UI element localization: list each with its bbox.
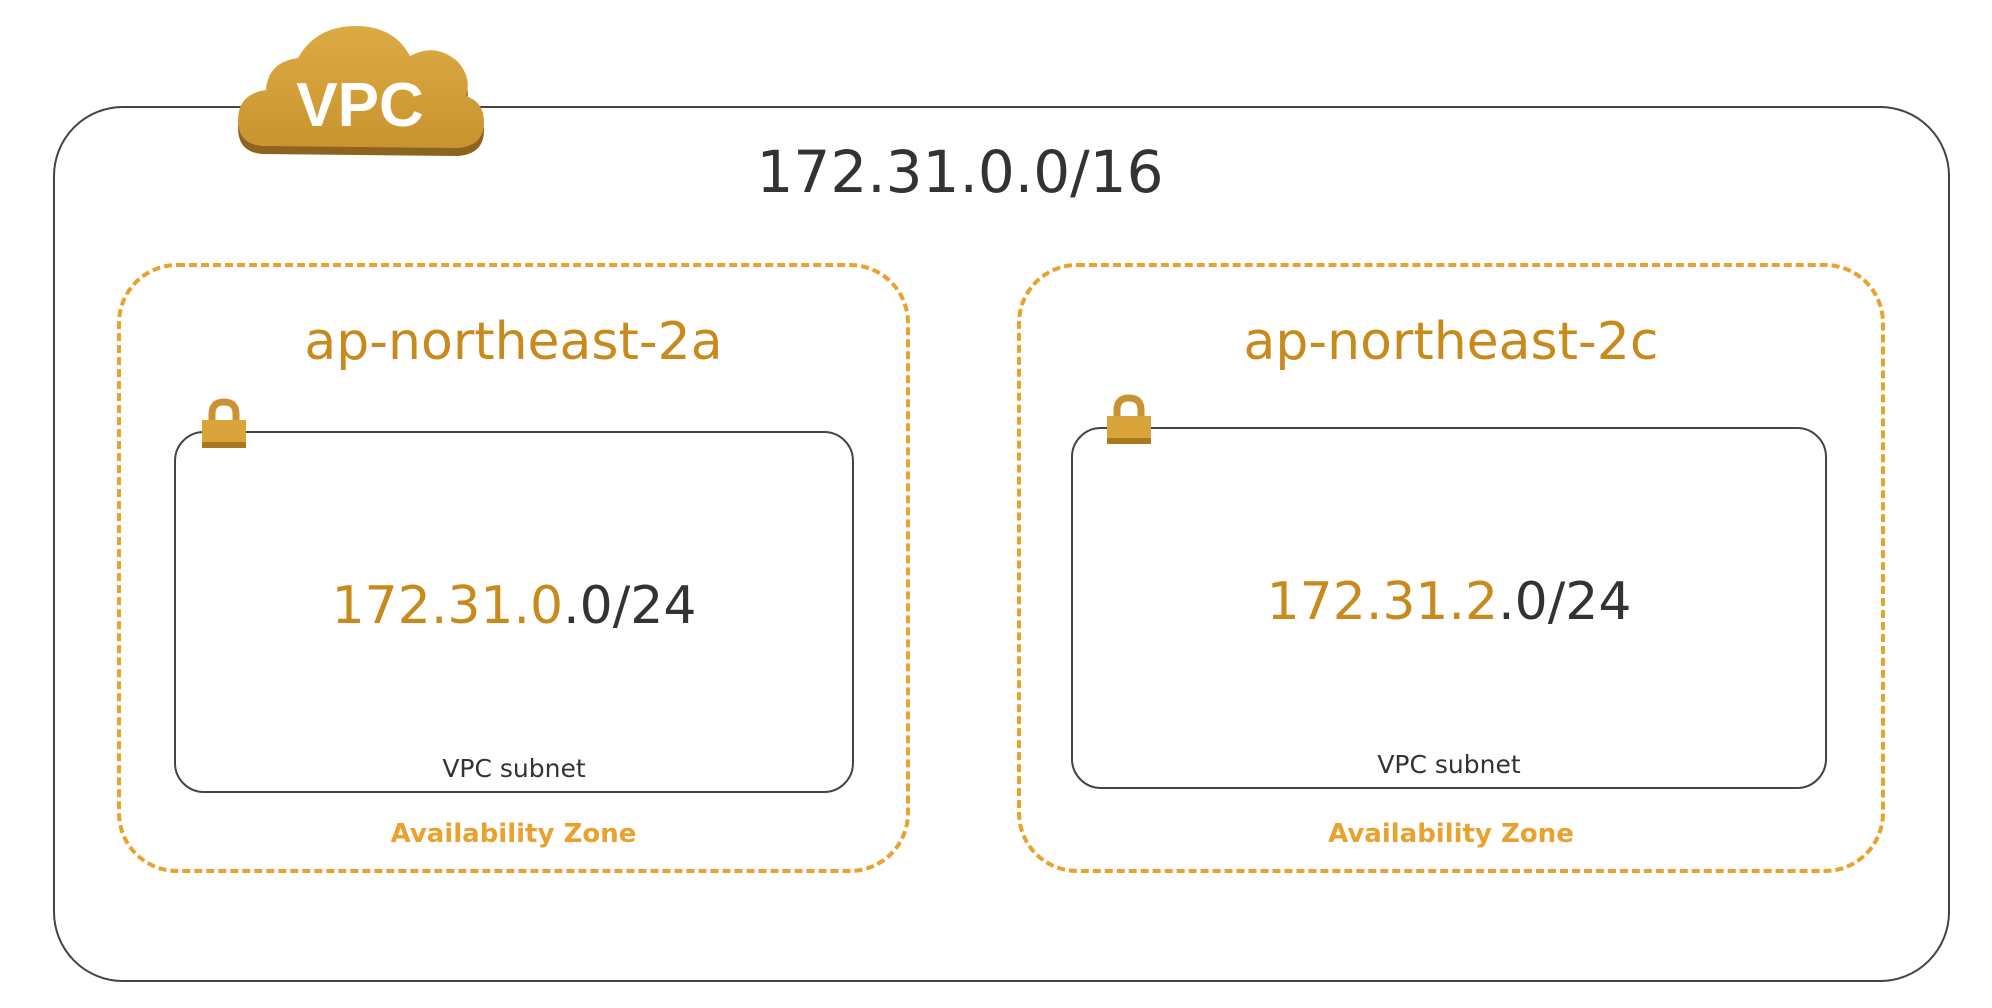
- zone-name: ap-northeast-2a: [304, 312, 723, 372]
- vpc-badge-text: VPC: [296, 71, 423, 140]
- subnet-label: VPC subnet: [442, 754, 586, 783]
- vpc-cidr: 172.31.0.0/16: [756, 138, 1164, 206]
- lock-icon: [1107, 394, 1151, 444]
- subnet-c: 172.31.2.0/24 VPC subnet: [1071, 427, 1827, 789]
- zone-label: Availability Zone: [1328, 819, 1574, 849]
- availability-zone-c: ap-northeast-2c Availability Zone: [1017, 263, 1885, 873]
- lock-icon: [202, 398, 246, 448]
- subnet-cidr-suffix: .0/24: [563, 576, 697, 636]
- subnet-label: VPC subnet: [1377, 750, 1521, 779]
- subnet-cidr-network: 172.31.2: [1266, 572, 1499, 632]
- subnet-cidr-network: 172.31.0: [331, 576, 564, 636]
- subnet-a: 172.31.0.0/24 VPC subnet: [174, 431, 854, 793]
- subnet-cidr: 172.31.2.0/24: [1073, 567, 1825, 637]
- vpc-boundary: [53, 106, 1950, 982]
- availability-zone-a: ap-northeast-2a Availability Zone: [117, 263, 910, 873]
- vpc-cloud-icon: VPC: [238, 26, 484, 156]
- zone-label: Availability Zone: [390, 819, 637, 849]
- subnet-cidr-suffix: .0/24: [1498, 572, 1632, 632]
- zone-name: ap-northeast-2c: [1243, 312, 1659, 372]
- subnet-cidr: 172.31.0.0/24: [176, 571, 852, 641]
